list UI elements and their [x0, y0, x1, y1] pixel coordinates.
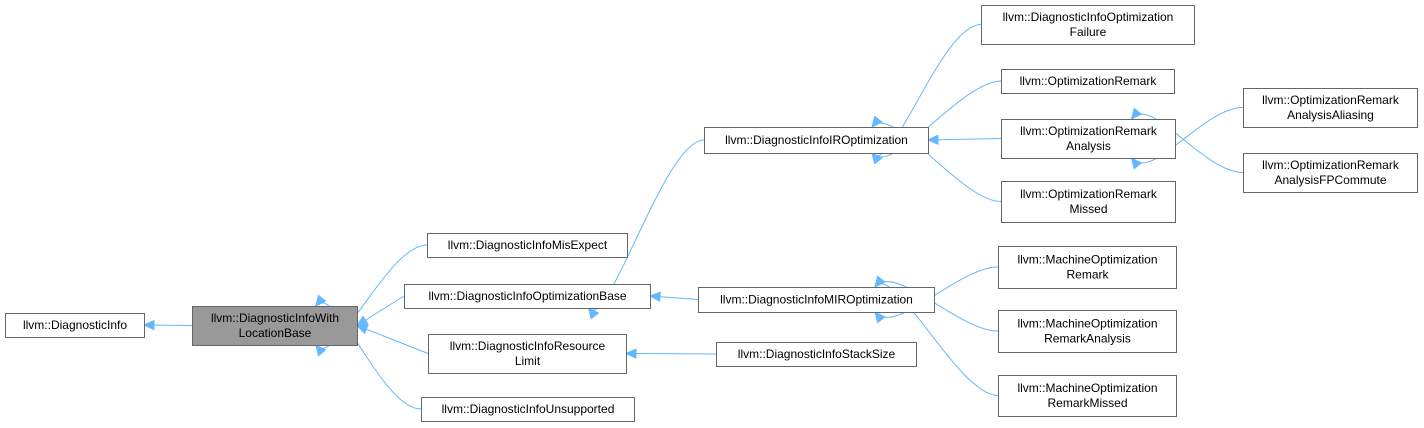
class-box	[1001, 69, 1175, 94]
class-label: llvm::DiagnosticInfoUnsupported	[442, 402, 615, 416]
class-label: RemarkMissed	[1047, 396, 1127, 410]
inheritance-arrow	[355, 295, 405, 327]
inheritance-arrow	[1130, 107, 1244, 173]
class-node-diagnosticinfoiroptimization[interactable]: llvm::DiagnosticInfoIROptimization	[704, 127, 929, 154]
class-label: llvm::DiagnosticInfo	[23, 318, 127, 332]
class-box	[1001, 181, 1176, 223]
class-box	[421, 397, 635, 422]
class-label: Remark	[1066, 268, 1109, 282]
class-box	[981, 5, 1195, 45]
inheritance-arrow	[871, 80, 1002, 165]
inheritance-arrow	[142, 319, 193, 331]
inheritance-arrow	[1130, 107, 1244, 170]
class-box	[1001, 119, 1176, 159]
class-label: llvm::DiagnosticInfoWith	[211, 311, 339, 325]
class-label: llvm::OptimizationRemark	[1020, 187, 1158, 201]
class-node-diagnosticinfostacksize[interactable]: llvm::DiagnosticInfoStackSize	[716, 342, 917, 367]
class-box	[998, 246, 1177, 289]
inheritance-arrow	[314, 244, 428, 357]
inheritance-arrow	[648, 291, 699, 303]
class-label: llvm::DiagnosticInfoOptimizationBase	[428, 289, 626, 303]
class-node-diagnosticinfomisexpect[interactable]: llvm::DiagnosticInfoMisExpect	[427, 233, 628, 258]
class-label: llvm::DiagnosticInfoStackSize	[738, 347, 896, 361]
class-label: RemarkAnalysis	[1044, 332, 1131, 346]
class-box	[1243, 88, 1418, 128]
class-label: llvm::DiagnosticInfoResource	[450, 339, 606, 353]
class-node-diagnosticinfo[interactable]: llvm::DiagnosticInfo	[5, 313, 145, 338]
class-label: Failure	[1070, 25, 1107, 39]
class-label: llvm::DiagnosticInfoMIROptimization	[720, 293, 913, 307]
class-box	[404, 284, 651, 309]
class-label: LocationBase	[239, 326, 312, 340]
class-box	[1243, 153, 1418, 193]
class-box	[5, 313, 145, 338]
class-box	[716, 342, 917, 367]
class-label: llvm::DiagnosticInfoIROptimization	[725, 133, 908, 147]
class-box	[428, 334, 627, 374]
class-label: llvm::OptimizationRemark	[1020, 74, 1158, 88]
class-node-diagnosticinfomiroptimization[interactable]: llvm::DiagnosticInfoMIROptimization	[698, 287, 935, 313]
inheritance-arrow	[355, 324, 429, 354]
class-label: llvm::MachineOptimization	[1017, 317, 1157, 331]
inheritance-arrow	[624, 348, 717, 359]
class-node-diagnosticinfooptimizationbase[interactable]: llvm::DiagnosticInfoOptimizationBase	[404, 284, 651, 309]
inheritance-arrow	[871, 115, 1002, 202]
class-box	[998, 310, 1177, 353]
class-label: Limit	[515, 354, 541, 368]
class-label: Analysis	[1066, 139, 1111, 153]
class-box	[192, 306, 358, 346]
class-label: llvm::DiagnosticInfoOptimization	[1003, 10, 1174, 24]
inheritance-arrow	[314, 294, 422, 410]
class-label: llvm::DiagnosticInfoMisExpect	[448, 238, 608, 252]
class-box	[704, 127, 929, 154]
class-label: llvm::MachineOptimization	[1017, 253, 1157, 267]
class-label: llvm::OptimizationRemark	[1262, 93, 1400, 107]
class-node-optimizationremark[interactable]: llvm::OptimizationRemark	[1001, 69, 1175, 94]
class-label: llvm::OptimizationRemark	[1262, 158, 1400, 172]
class-label: Missed	[1069, 202, 1107, 216]
class-node-diagnosticinfounsupported[interactable]: llvm::DiagnosticInfoUnsupported	[421, 397, 635, 422]
edges-layer	[142, 24, 1244, 410]
inheritance-arrow	[874, 275, 999, 396]
class-box	[698, 287, 935, 313]
class-label: llvm::MachineOptimization	[1017, 381, 1157, 395]
class-box	[998, 375, 1177, 417]
class-label: llvm::OptimizationRemark	[1020, 124, 1158, 138]
class-box	[427, 233, 628, 258]
class-node-optimizationremarkanalysisfpcommute[interactable]: llvm::OptimizationRemarkAnalysisFPCommut…	[1243, 153, 1418, 193]
inheritance-arrow	[926, 134, 1002, 146]
class-label: AnalysisFPCommute	[1274, 173, 1386, 187]
class-label: AnalysisAliasing	[1287, 108, 1374, 122]
